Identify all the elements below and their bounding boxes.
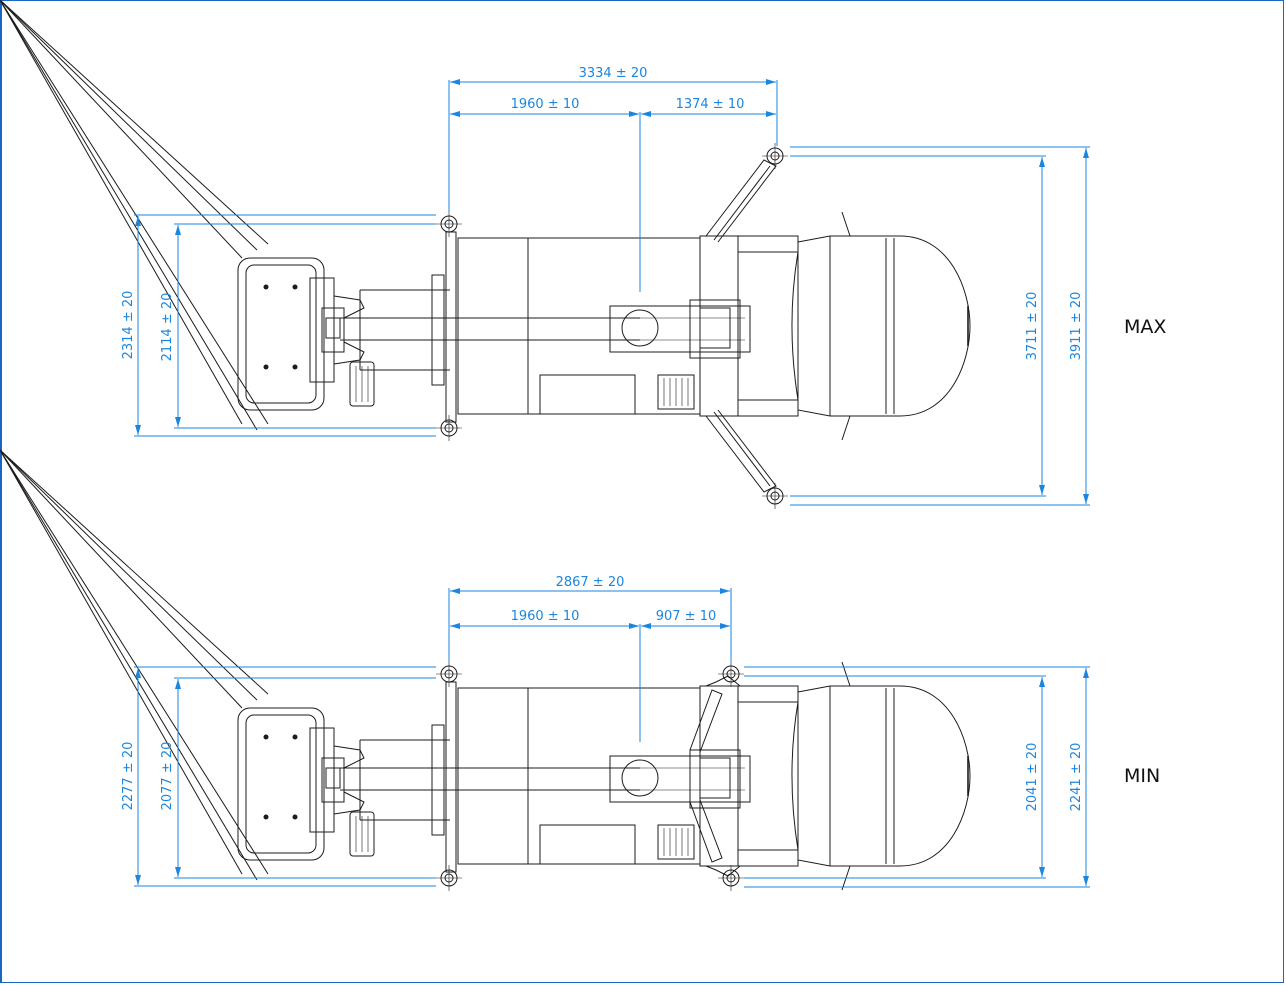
min-left-outer-width-dimension: 2277 ± 20	[121, 666, 436, 887]
min-rear-length-text: 907 ± 10	[656, 609, 717, 624]
min-front-length-dimension: 1960 ± 10 907 ± 10	[450, 609, 730, 742]
min-left-outer-width-text: 2277 ± 20	[121, 742, 136, 811]
min-overall-length-dimension: 2867 ± 20	[448, 575, 732, 662]
max-front-length-dimension: 1960 ± 10 1374 ± 10	[450, 97, 776, 292]
min-right-outer-width-dimension: 2241 ± 20	[744, 666, 1090, 888]
min-overall-length-text: 2867 ± 20	[556, 575, 625, 590]
max-right-outer-width-text: 3911 ± 20	[1069, 292, 1084, 361]
min-right-inner-width-dimension: 2041 ± 20	[744, 675, 1046, 879]
max-left-inner-width-text: 2114 ± 20	[160, 293, 175, 362]
max-overall-length-text: 3334 ± 20	[579, 66, 648, 81]
max-right-inner-width-text: 3711 ± 20	[1025, 292, 1040, 361]
max-view: 3334 ± 20 1960 ± 10 1374 ± 10 2314 ± 20 …	[0, 0, 1166, 510]
min-left-inner-width-text: 2077 ± 20	[160, 742, 175, 811]
max-right-outer-width-dimension: 3911 ± 20	[790, 146, 1090, 506]
min-view: 2867 ± 20 1960 ± 10 907 ± 10 2277 ± 20 2…	[0, 449, 1160, 892]
min-left-inner-width-dimension: 2077 ± 20	[160, 677, 436, 879]
max-overall-length-dimension: 3334 ± 20	[448, 66, 778, 212]
max-left-outer-width-text: 2314 ± 20	[121, 291, 136, 360]
min-front-length-text: 1960 ± 10	[511, 609, 580, 624]
max-front-length-text: 1960 ± 10	[511, 97, 580, 112]
min-label: MIN	[1124, 765, 1160, 787]
max-left-inner-width-dimension: 2114 ± 20	[160, 223, 436, 429]
max-rear-length-text: 1374 ± 10	[676, 97, 745, 112]
max-left-outer-width-dimension: 2314 ± 20	[121, 214, 436, 437]
min-right-inner-width-text: 2041 ± 20	[1025, 743, 1040, 812]
min-right-outer-width-text: 2241 ± 20	[1069, 743, 1084, 812]
max-machine-drawing	[0, 0, 971, 510]
min-machine-drawing	[0, 449, 971, 892]
max-label: MAX	[1124, 316, 1166, 338]
max-right-inner-width-dimension: 3711 ± 20	[790, 155, 1046, 497]
